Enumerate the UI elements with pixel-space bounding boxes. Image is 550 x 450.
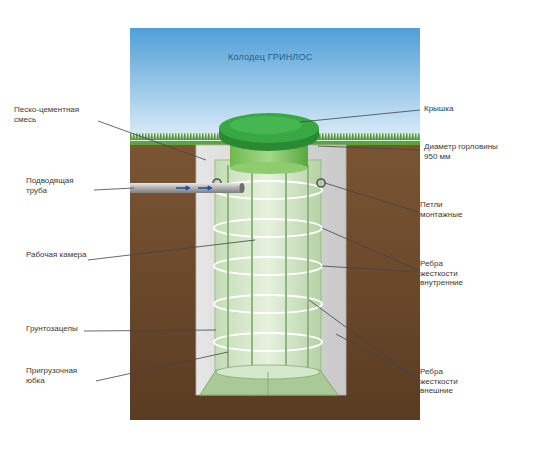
part-label: Крышка xyxy=(424,104,494,114)
part-label: Ребра жесткости внешние xyxy=(420,367,480,396)
leader-lines xyxy=(84,110,420,381)
diagram-title: Колодец ГРИНЛОС xyxy=(228,52,312,62)
part-label: Пригрузочная юбка xyxy=(26,366,96,385)
part-label: Петли монтажные xyxy=(420,200,480,219)
part-label: Диаметр горловины 950 мм xyxy=(424,142,502,161)
part-label: Рабочая камера xyxy=(26,250,90,260)
part-label: Грунтозацепы xyxy=(26,324,86,334)
part-label: Песко-цементная смесь xyxy=(14,105,100,124)
part-label: Подводящая труба xyxy=(26,176,92,195)
part-label: Ребра жесткости внутренние xyxy=(420,259,480,288)
